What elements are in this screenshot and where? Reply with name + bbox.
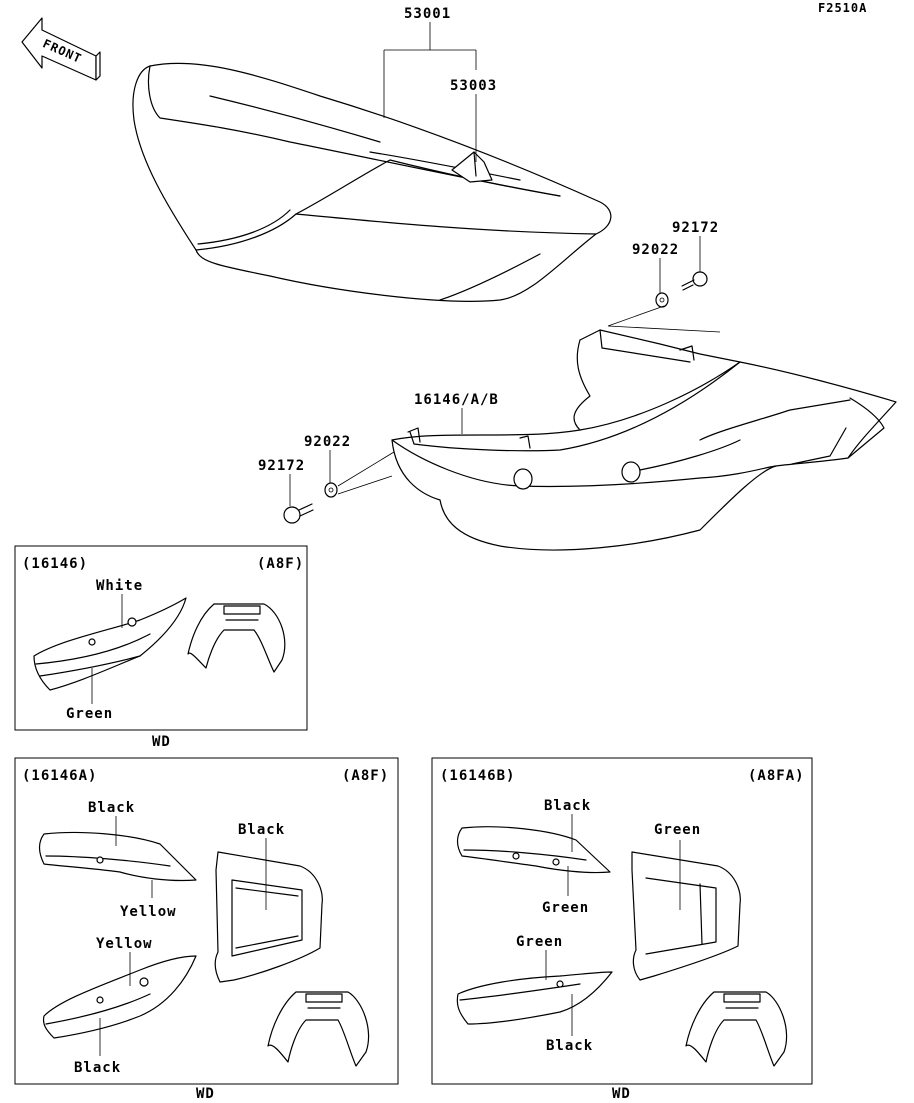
label-53003: 53003: [450, 78, 497, 94]
variant-1-model: (A8F): [257, 556, 304, 572]
variant-box-16146: (16146) (A8F) White Green: [14, 545, 308, 731]
variant-2-part: (16146A): [22, 768, 97, 784]
variant-3-label-green-3: Green: [516, 934, 563, 950]
label-92172-right: 92172: [672, 220, 719, 236]
variant-3-footer: WD: [612, 1086, 631, 1102]
label-92022-right: 92022: [632, 242, 679, 258]
variant-3-label-black-2: Black: [546, 1038, 593, 1054]
variant-3-label-green-2: Green: [654, 822, 701, 838]
variant-1-footer: WD: [152, 734, 171, 750]
variant-3-label-green-1: Green: [542, 900, 589, 916]
rear-cover-icon: [187, 603, 286, 673]
variant-1-label-white: White: [96, 578, 143, 594]
variant-2-label-black-2: Black: [238, 822, 285, 838]
variant-1-label-green: Green: [66, 706, 113, 722]
variant-3-model: (A8FA): [748, 768, 805, 784]
variant-2-label-black-1: Black: [88, 800, 135, 816]
washer-left-icon: [324, 482, 338, 498]
variant-2-label-yellow-1: Yellow: [120, 904, 177, 920]
label-53001: 53001: [404, 6, 451, 22]
figure-code: F2510A: [818, 1, 867, 15]
front-arrow-icon: FRONT: [21, 17, 101, 81]
variant-box-16146A: (16146A) (A8F) Black Yellow Black Yellow…: [14, 757, 399, 1085]
side-cover-drawing: [391, 329, 897, 551]
variant-2-footer: WD: [196, 1086, 215, 1102]
variant-2-model: (A8F): [342, 768, 389, 784]
label-92172-left: 92172: [258, 458, 305, 474]
variant-2-label-yellow-2: Yellow: [96, 936, 153, 952]
variant-box-16146B: (16146B) (A8FA) Black Green Green Green …: [431, 757, 813, 1085]
variant-3-part: (16146B): [440, 768, 515, 784]
rear-cover-small-icon-b: [685, 991, 788, 1067]
variant-2-label-black-3: Black: [74, 1060, 121, 1076]
label-92022-left: 92022: [304, 434, 351, 450]
bolt-right-icon: [681, 271, 708, 291]
rear-cover-small-icon: [267, 991, 370, 1067]
washer-right-icon: [655, 292, 669, 308]
variant-1-part: (16146): [22, 556, 88, 572]
seat-drawing: [132, 62, 612, 302]
bolt-left-icon: [283, 503, 314, 524]
variant-3-label-black-1: Black: [544, 798, 591, 814]
label-16146: 16146/A/B: [414, 392, 499, 408]
